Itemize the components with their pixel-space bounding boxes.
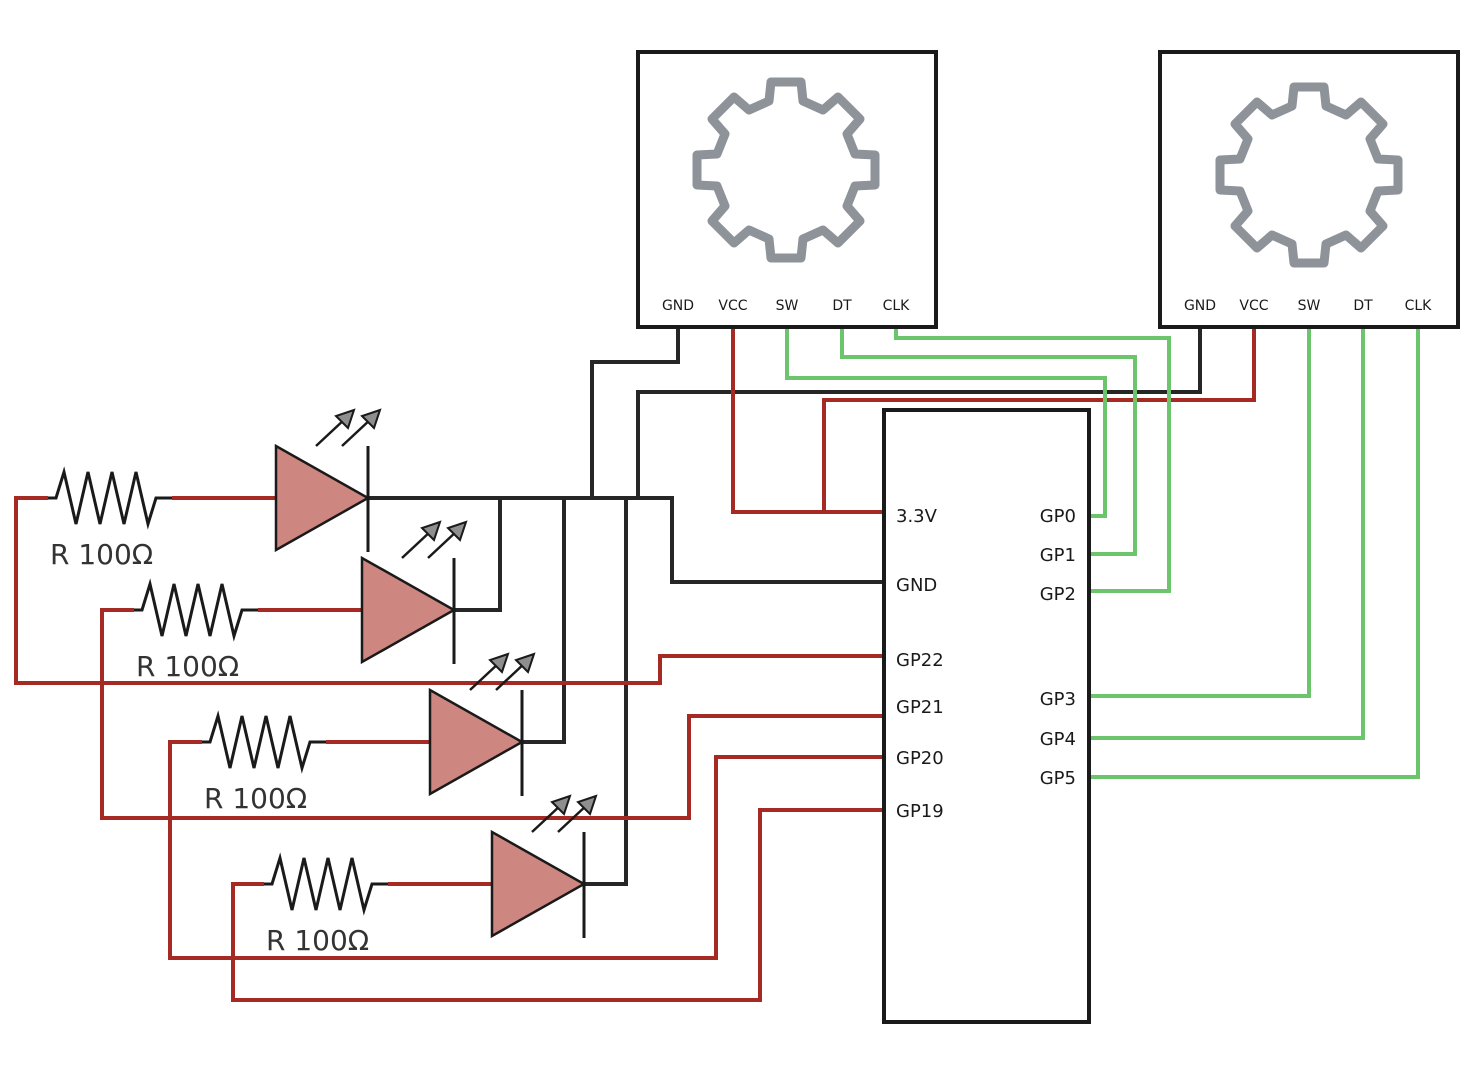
- encoder2-pin-gnd: GND: [1184, 298, 1216, 314]
- led2-cathode-wire: [455, 498, 502, 612]
- gp19-r4-wire: [231, 808, 884, 1002]
- led-1: [274, 408, 382, 553]
- light-emission-arrows-icon: [315, 408, 382, 447]
- resistor-zigzag: [48, 466, 172, 530]
- mcu-pin-gp0: GP0: [1040, 506, 1076, 527]
- encoder2-pin-dt: DT: [1353, 298, 1373, 314]
- mcu-pin-gp4: GP4: [1040, 729, 1076, 750]
- encoder1-pin-clk: CLK: [883, 298, 911, 314]
- resistor-label: R 100Ω: [136, 650, 239, 683]
- ground-wires: [368, 318, 1202, 886]
- led4-cathode-wire: [585, 498, 628, 886]
- ground-bus: [368, 496, 884, 584]
- encoder2-gnd-wire: [636, 318, 1202, 498]
- led-3: [428, 652, 536, 797]
- led3-cathode-wire: [522, 498, 566, 744]
- gp22-r1-wire: [14, 496, 884, 685]
- mcu-pin-gnd: GND: [896, 575, 937, 596]
- encoder1-sw-wire: [785, 318, 1107, 518]
- resistor-2: R 100Ω: [134, 578, 258, 683]
- encoder2-sw-wire: [1088, 318, 1311, 698]
- power-and-led-wires: [14, 318, 1256, 1002]
- resistor-4: R 100Ω: [264, 852, 388, 957]
- light-emission-arrows-icon: [531, 794, 598, 833]
- mcu-pin-gp19: GP19: [896, 801, 944, 822]
- led-diode-icon: [274, 443, 371, 553]
- encoder-signal-wires: [785, 318, 1420, 779]
- mcu-pin-gp2: GP2: [1040, 584, 1076, 605]
- led-4: [490, 794, 598, 939]
- rotary-encoder-1: GND VCC SW DT CLK: [636, 50, 938, 329]
- encoder1-pin-gnd: GND: [662, 298, 694, 314]
- light-emission-arrows-icon: [469, 652, 536, 691]
- encoder2-pin-vcc: VCC: [1239, 298, 1268, 314]
- encoder1-dt-wire: [840, 318, 1137, 556]
- encoder-body: [1158, 50, 1460, 329]
- encoder1-pin-sw: SW: [776, 298, 799, 314]
- encoder2-pin-sw: SW: [1298, 298, 1321, 314]
- led-diode-icon: [360, 555, 457, 665]
- mcu-body: [882, 408, 1091, 1024]
- resistor-label: R 100Ω: [50, 538, 153, 571]
- mcu-pin-3v3: 3.3V: [896, 506, 938, 527]
- led-diode-icon: [490, 829, 587, 939]
- mcu-pin-gp3: GP3: [1040, 689, 1076, 710]
- encoder1-pin-vcc: VCC: [718, 298, 747, 314]
- encoder1-vcc-wire: [731, 318, 884, 514]
- led-diode-icon: [428, 687, 525, 797]
- mcu-pin-gp5: GP5: [1040, 768, 1076, 789]
- mcu-pin-gp20: GP20: [896, 748, 944, 769]
- resistor-zigzag: [264, 852, 388, 916]
- gear-icon: [692, 77, 880, 263]
- resistor-label: R 100Ω: [204, 782, 307, 815]
- mcu-pin-gp22: GP22: [896, 650, 944, 671]
- gp21-r2-wire: [100, 608, 884, 820]
- mcu-pin-gp21: GP21: [896, 697, 944, 718]
- resistor-3: R 100Ω: [202, 710, 326, 815]
- led-2: [360, 520, 468, 665]
- resistor-zigzag: [134, 578, 258, 642]
- microcontroller: 3.3V GND GP22 GP21 GP20 GP19 GP0 GP1 GP2…: [882, 408, 1091, 1024]
- encoder1-gnd-wire: [590, 318, 680, 498]
- gear-icon: [1215, 82, 1403, 268]
- encoder1-clk-wire: [894, 326, 1171, 593]
- resistor-label: R 100Ω: [266, 924, 369, 957]
- gp20-r3-wire: [168, 740, 884, 960]
- resistor-zigzag: [202, 710, 326, 774]
- encoder2-pin-clk: CLK: [1405, 298, 1433, 314]
- encoder2-dt-wire: [1088, 318, 1365, 740]
- encoder2-clk-wire: [1088, 318, 1420, 779]
- encoder2-vcc-wire: [822, 318, 1256, 512]
- encoder1-pin-dt: DT: [832, 298, 852, 314]
- encoder-body: [636, 50, 938, 329]
- rotary-encoder-2: GND VCC SW DT CLK: [1158, 50, 1460, 329]
- light-emission-arrows-icon: [401, 520, 468, 559]
- resistor-1: R 100Ω: [48, 466, 172, 571]
- mcu-pin-gp1: GP1: [1040, 545, 1076, 566]
